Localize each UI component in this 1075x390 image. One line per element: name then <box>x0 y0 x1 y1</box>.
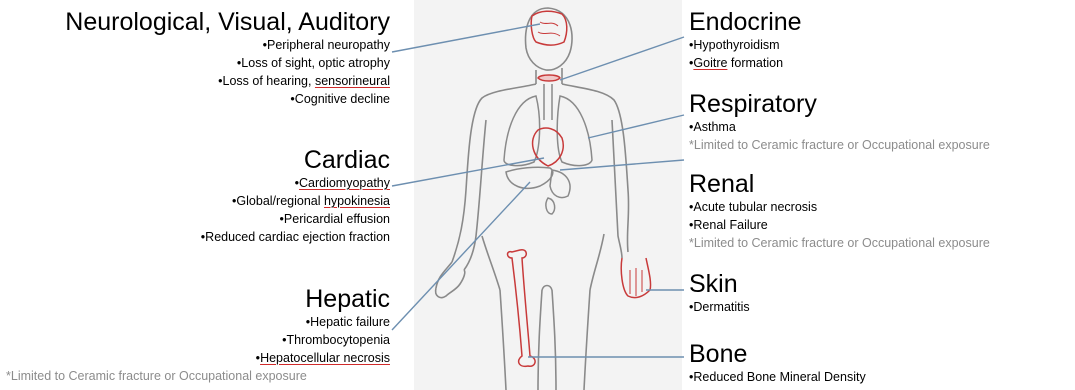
neuro-section: Neurological, Visual, Auditory •Peripher… <box>65 8 390 108</box>
neuro-heading: Neurological, Visual, Auditory <box>65 8 390 36</box>
left-arm-outline <box>436 120 486 288</box>
respiratory-section: Respiratory •Asthma *Limited to Ceramic … <box>689 90 990 154</box>
neuro-item: •Peripheral neuropathy <box>65 36 390 54</box>
left-hand-outline <box>436 270 465 298</box>
renal-section: Renal •Acute tubular necrosis •Renal Fai… <box>689 170 990 252</box>
neuro-item: •Loss of sight, optic atrophy <box>65 54 390 72</box>
renal-note: *Limited to Ceramic fracture or Occupati… <box>689 234 990 252</box>
respiratory-connector <box>588 115 684 138</box>
cardiac-item: •Pericardial effusion <box>201 210 390 228</box>
skin-section: Skin •Dermatitis <box>689 270 750 316</box>
cardiac-heading: Cardiac <box>201 146 390 174</box>
endocrine-item: •Goitre formation <box>689 54 802 72</box>
brain-outline <box>531 11 567 45</box>
hepatic-note: *Limited to Ceramic fracture or Occupati… <box>6 367 307 385</box>
femur-bone <box>508 250 536 367</box>
hepatic-heading: Hepatic <box>256 285 390 313</box>
hips-outline <box>482 234 604 290</box>
left-lung-outline <box>504 96 540 166</box>
kidney-outline <box>546 198 555 214</box>
right-leg-outline <box>552 290 590 390</box>
endocrine-heading: Endocrine <box>689 8 802 36</box>
bone-section: Bone •Reduced Bone Mineral Density <box>689 340 866 386</box>
crotch-outline <box>542 286 552 291</box>
skin-item: •Dermatitis <box>689 298 750 316</box>
cardiac-item: •Cardiomyopathy <box>201 174 390 192</box>
neuro-connector <box>392 24 540 52</box>
cardiac-item: •Global/regional hypokinesia <box>201 192 390 210</box>
torso-outline <box>452 84 629 262</box>
cardiac-item: •Reduced cardiac ejection fraction <box>201 228 390 246</box>
trachea-outline <box>544 84 552 120</box>
hepatic-section: Hepatic •Hepatic failure •Thrombocytopen… <box>256 285 390 367</box>
hepatic-connector <box>392 182 530 330</box>
hepatic-item: •Hepatic failure <box>256 313 390 331</box>
brain-folds <box>538 22 560 36</box>
right-fingers-red <box>630 268 642 296</box>
endocrine-section: Endocrine •Hypothyroidism •Goitre format… <box>689 8 802 72</box>
respiratory-heading: Respiratory <box>689 90 990 118</box>
bone-heading: Bone <box>689 340 866 368</box>
endocrine-connector <box>560 37 684 80</box>
hepatic-item: •Thrombocytopenia <box>256 331 390 349</box>
respiratory-note: *Limited to Ceramic fracture or Occupati… <box>689 136 990 154</box>
right-arm-outline <box>612 120 622 258</box>
respiratory-item: •Asthma <box>689 118 990 136</box>
connector-lines <box>392 24 684 357</box>
endocrine-item: •Hypothyroidism <box>689 36 802 54</box>
skin-heading: Skin <box>689 270 750 298</box>
thyroid-outline <box>538 75 560 81</box>
hepatic-item: •Hepatocellular necrosis <box>256 349 390 367</box>
body-outline <box>436 8 629 390</box>
renal-heading: Renal <box>689 170 990 198</box>
bone-item: •Reduced Bone Mineral Density <box>689 368 866 386</box>
liver-outline <box>506 167 553 188</box>
neuro-item: •Cognitive decline <box>65 90 390 108</box>
right-lung-outline <box>557 96 592 166</box>
neuro-item: •Loss of hearing, sensorineural <box>65 72 390 90</box>
cardiac-section: Cardiac •Cardiomyopathy •Global/regional… <box>201 146 390 246</box>
renal-item: •Renal Failure <box>689 216 990 234</box>
renal-item: •Acute tubular necrosis <box>689 198 990 216</box>
